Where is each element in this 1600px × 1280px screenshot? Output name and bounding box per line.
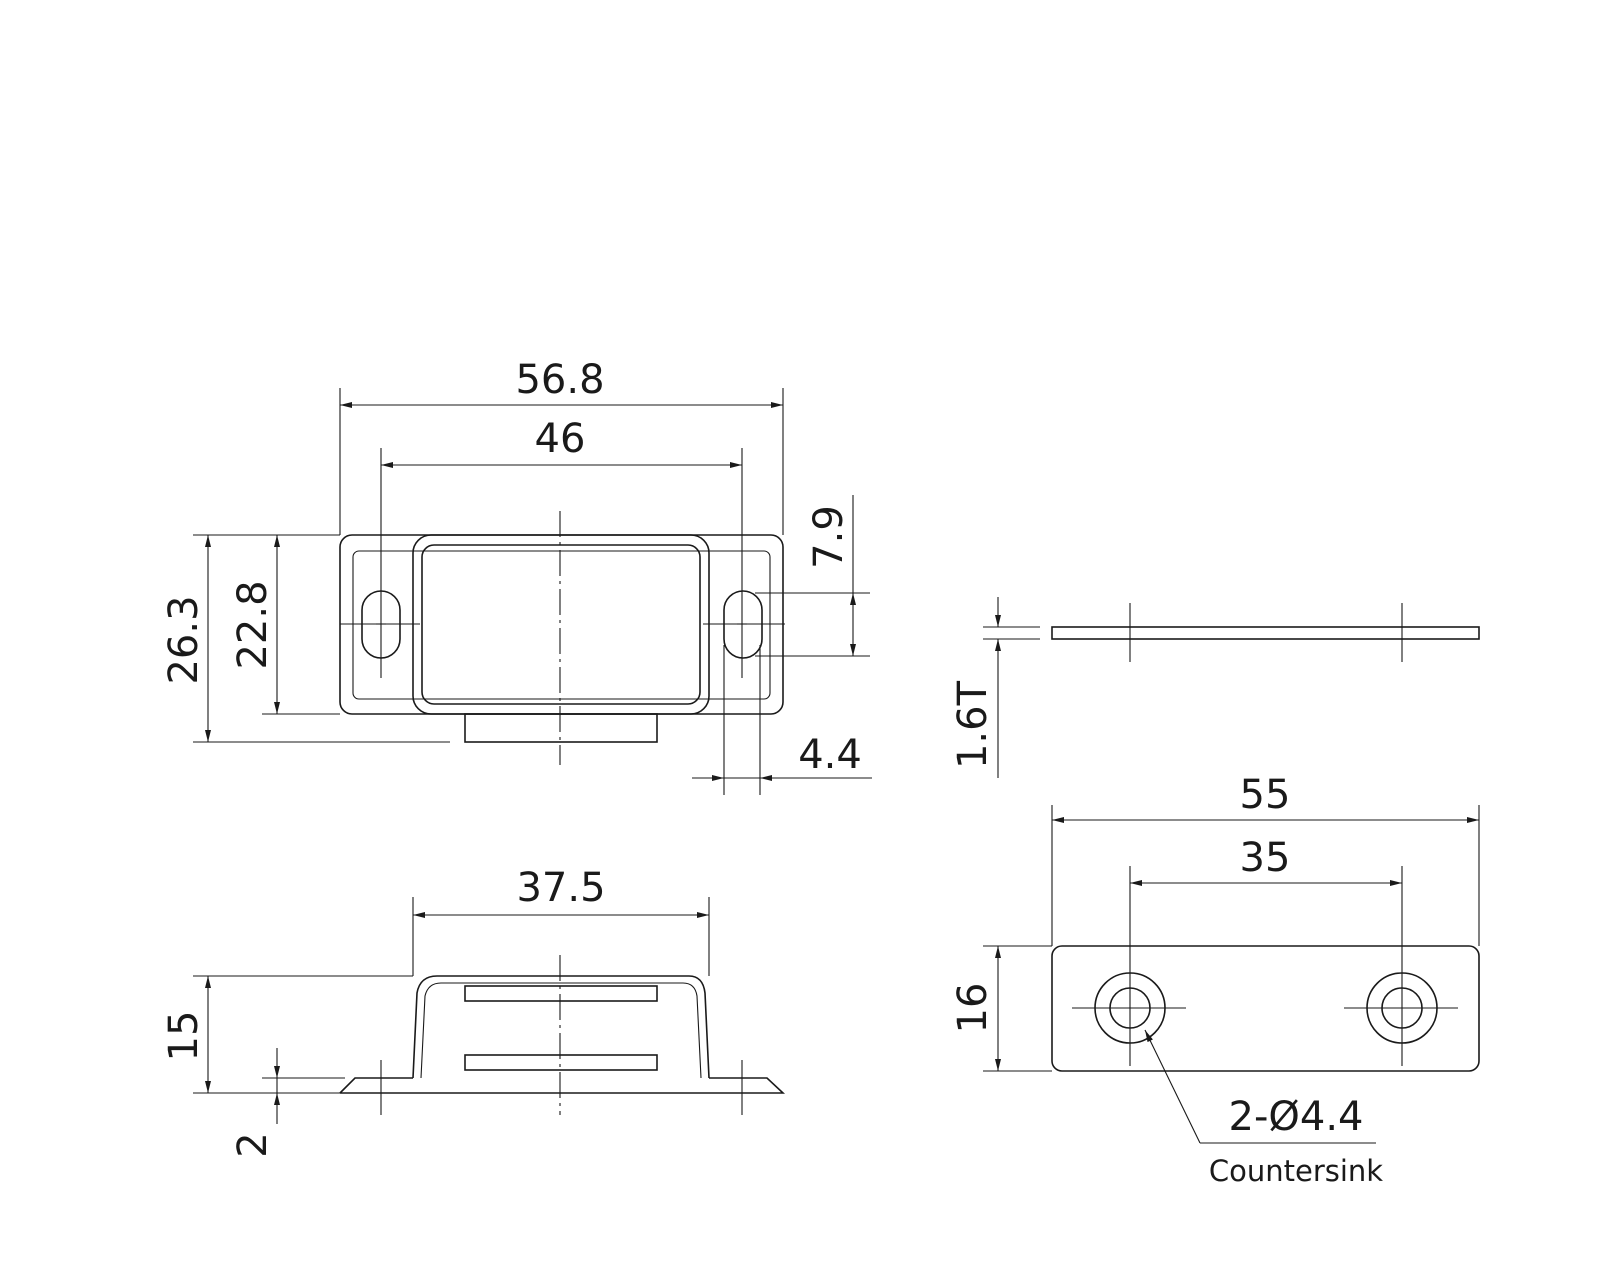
dim-total-height: 15 [161, 975, 413, 1094]
overall-width-label: 56.8 [515, 357, 604, 403]
dim-plate-hole-pitch: 35 [1130, 835, 1402, 886]
slot-length-label: 7.9 [806, 505, 852, 569]
dim-body-width: 37.5 [412, 865, 710, 976]
dim-flange-thickness: 2 [230, 1048, 345, 1158]
catch-front-view [339, 955, 786, 1115]
dim-body-height: 22.8 [230, 535, 340, 715]
plate-length-label: 55 [1240, 772, 1291, 818]
plate-edge [1051, 626, 1480, 640]
dim-overall-width: 56.8 [339, 357, 784, 535]
hole-callout: 2-Ø4.4 Countersink [1144, 1029, 1383, 1188]
plate-side-view [1051, 603, 1480, 662]
dim-slot-width: 4.4 [692, 645, 872, 795]
dim-plate-thickness: 1.6T [950, 597, 1040, 778]
callout-leader [1144, 1029, 1201, 1144]
slot-width-label: 4.4 [798, 732, 862, 778]
catch-top-view [339, 448, 785, 765]
magnet-housing-outer [412, 534, 710, 715]
plate-thickness-label: 1.6T [950, 680, 996, 769]
housing-profile [412, 975, 710, 1079]
plate-hole-pitch-label: 35 [1240, 835, 1291, 881]
flange-inner-outline [352, 550, 771, 700]
body-width-label: 37.5 [516, 865, 605, 911]
magnet-housing-inner [421, 544, 701, 705]
dim-plate-length: 55 [1051, 772, 1480, 946]
plate-width-label: 16 [950, 983, 996, 1034]
flange-thickness-label: 2 [230, 1132, 276, 1157]
dim-slot-length: 7.9 [755, 495, 870, 657]
overall-height-label: 26.3 [161, 595, 207, 684]
hole-type-label: Countersink [1209, 1154, 1383, 1188]
dim-hole-pitch: 46 [381, 416, 742, 468]
hole-callout-label: 2-Ø4.4 [1229, 1094, 1364, 1140]
dim-overall-height: 26.3 [161, 534, 450, 743]
magnet-protrusion [464, 713, 658, 743]
total-height-label: 15 [161, 1011, 207, 1062]
magnet-bottom-slot [464, 1054, 658, 1071]
body-height-label: 22.8 [230, 580, 276, 669]
plate-top-view [1051, 866, 1480, 1072]
hole-pitch-label: 46 [535, 416, 586, 462]
dim-plate-width: 16 [950, 945, 1052, 1072]
flange-profile [339, 1077, 786, 1094]
magnet-top-slot [464, 985, 658, 1002]
plate-outline [1051, 945, 1480, 1072]
